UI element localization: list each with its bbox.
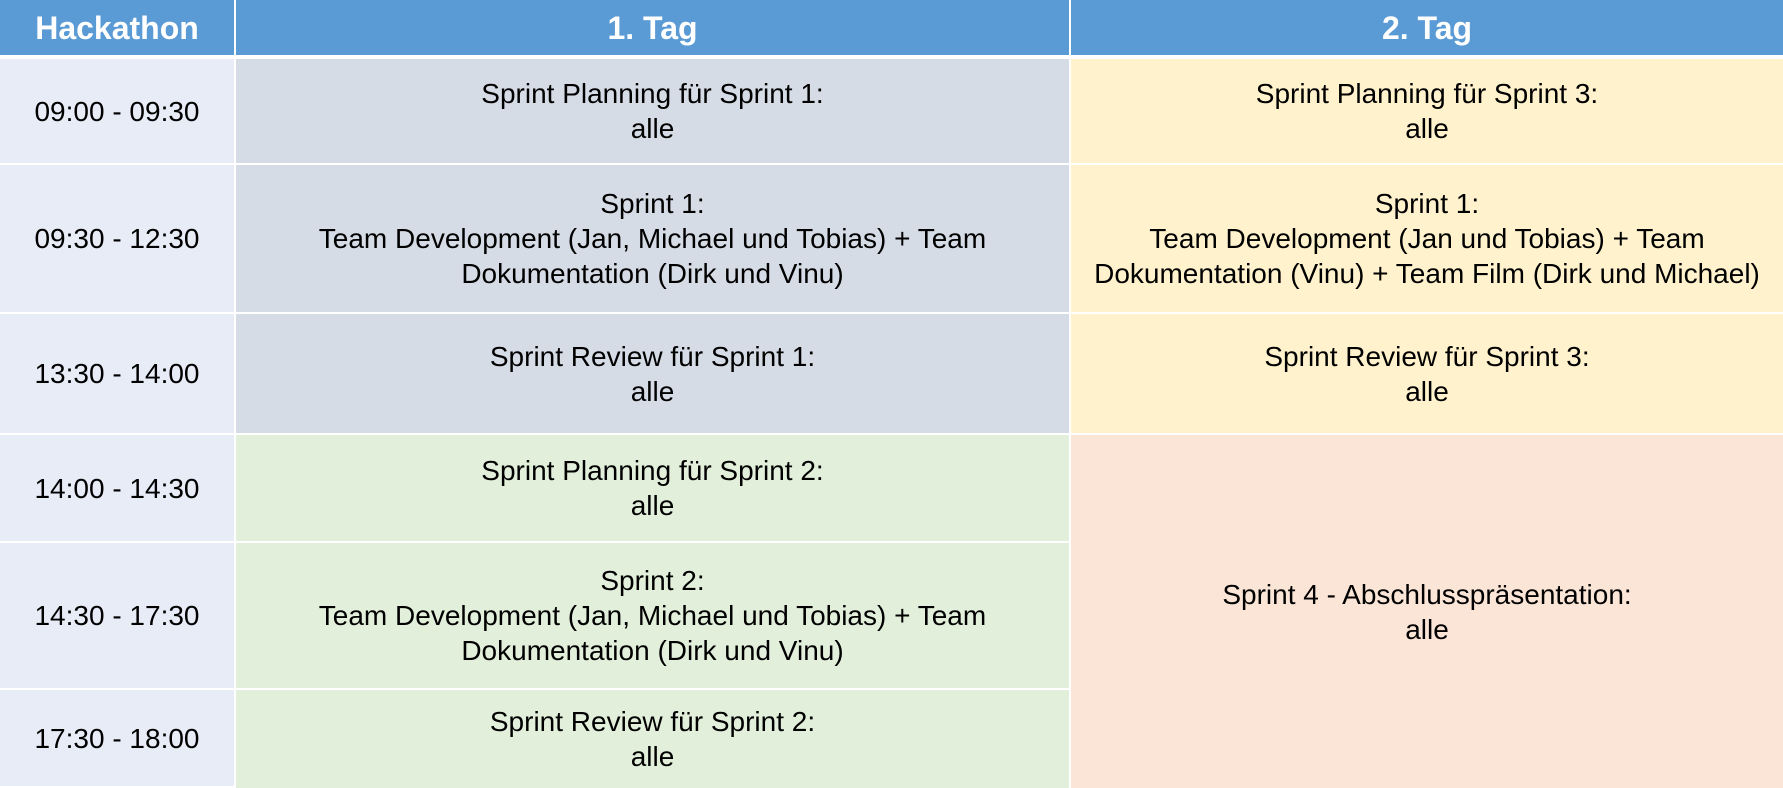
time-label: 14:00 - 14:30 xyxy=(34,472,200,504)
session-title: Sprint 1: xyxy=(600,188,705,219)
session-title: Sprint 1: xyxy=(1374,188,1480,219)
session-teams: Dokumentation (Dirk und Vinu) xyxy=(461,635,844,666)
time-slot: 14:00 - 14:30 xyxy=(0,435,236,543)
header-hackathon: Hackathon xyxy=(0,0,236,59)
session-participants: alle xyxy=(1405,375,1449,407)
session-teams: Team Development (Jan, Michael und Tobia… xyxy=(318,223,987,254)
day1-sprint-1: Sprint 1: Team Development (Jan, Michael… xyxy=(236,165,1071,314)
session-title: Sprint 2: xyxy=(600,565,705,596)
session-title: Sprint Review für Sprint 2: xyxy=(489,706,816,737)
time-label: 17:30 - 18:00 xyxy=(34,722,200,754)
session-title: Sprint Review für Sprint 3: xyxy=(1264,340,1590,372)
session-participants: alle xyxy=(630,375,675,407)
session-teams: Dokumentation (Dirk und Vinu) xyxy=(461,258,844,289)
day2-sprint-4-final-presentation: Sprint 4 - Abschlusspräsentation: alle xyxy=(1071,435,1783,788)
header-day-1-label: 1. Tag xyxy=(607,9,698,46)
time-label: 09:30 - 12:30 xyxy=(34,223,200,254)
day1-sprint-2: Sprint 2: Team Development (Jan, Michael… xyxy=(236,543,1071,690)
session-title: Sprint Review für Sprint 1: xyxy=(489,340,816,372)
day2-sprint-planning-3: Sprint Planning für Sprint 3: alle xyxy=(1071,59,1783,165)
time-slot: 13:30 - 14:00 xyxy=(0,314,236,435)
session-title: Sprint Planning für Sprint 2: xyxy=(481,455,824,486)
time-label: 13:30 - 14:00 xyxy=(34,358,200,389)
session-teams: Team Development (Jan, Michael und Tobia… xyxy=(318,600,987,631)
header-hackathon-label: Hackathon xyxy=(35,9,199,46)
time-label: 14:30 - 17:30 xyxy=(34,600,200,631)
session-title: Sprint Planning für Sprint 1: xyxy=(481,78,824,109)
header-day-2-label: 2. Tag xyxy=(1381,9,1473,46)
day1-sprint-planning-2: Sprint Planning für Sprint 2: alle xyxy=(236,435,1071,543)
day1-sprint-review-2: Sprint Review für Sprint 2: alle xyxy=(236,690,1071,788)
session-teams: Team Development (Jan und Tobias) + Team xyxy=(1149,223,1705,254)
session-title: Sprint 4 - Abschlusspräsentation: xyxy=(1222,578,1632,610)
day2-sprint-review-3: Sprint Review für Sprint 3: alle xyxy=(1071,314,1783,435)
day2-sprint-1: Sprint 1: Team Development (Jan und Tobi… xyxy=(1071,165,1783,314)
session-participants: alle xyxy=(630,741,675,772)
header-day-1: 1. Tag xyxy=(236,0,1071,59)
session-teams: Dokumentation (Vinu) + Team Film (Dirk u… xyxy=(1094,258,1760,289)
time-slot: 09:00 - 09:30 xyxy=(0,59,236,165)
session-participants: alle xyxy=(630,490,675,521)
time-label: 09:00 - 09:30 xyxy=(34,95,200,127)
time-slot: 14:30 - 17:30 xyxy=(0,543,236,690)
time-slot: 17:30 - 18:00 xyxy=(0,690,236,788)
session-title: Sprint Planning für Sprint 3: xyxy=(1255,78,1599,109)
session-participants: alle xyxy=(1405,613,1449,645)
day1-sprint-planning-1: Sprint Planning für Sprint 1: alle xyxy=(236,59,1071,165)
day1-sprint-review-1: Sprint Review für Sprint 1: alle xyxy=(236,314,1071,435)
session-participants: alle xyxy=(630,113,675,144)
session-participants: alle xyxy=(1405,113,1449,144)
header-day-2: 2. Tag xyxy=(1071,0,1783,59)
time-slot: 09:30 - 12:30 xyxy=(0,165,236,314)
